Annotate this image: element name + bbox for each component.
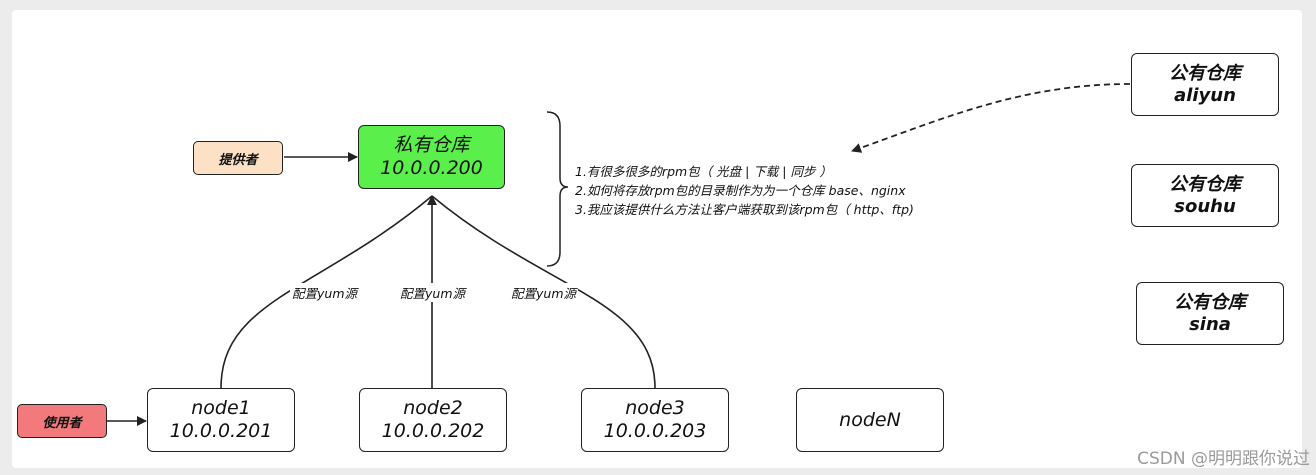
- node2-box: node2 10.0.0.202: [359, 388, 507, 452]
- public-repo-name: aliyun: [1174, 84, 1236, 106]
- note-item: 1.有很多很多的rpm包（ 光盘 | 下载 | 同步 ）: [575, 164, 832, 179]
- notes-brace: [546, 111, 569, 267]
- node1-box: node1 10.0.0.201: [147, 388, 295, 452]
- public-repo-souhu: 公有仓库 souhu: [1131, 164, 1279, 227]
- note-item: 2.如何将存放rpm包的目录制作为为一个仓库 base、nginx: [575, 183, 906, 198]
- public-repo-sina: 公有仓库 sina: [1136, 282, 1284, 345]
- edge-label-node1: 配置yum源: [290, 283, 359, 302]
- user-box: 使用者: [17, 404, 107, 438]
- user-label: 使用者: [42, 415, 82, 431]
- node1-name: node1: [191, 397, 251, 420]
- private-repo-ip: 10.0.0.200: [380, 157, 483, 179]
- node1-curve: [220, 195, 433, 389]
- private-repo-title: 私有仓库: [393, 134, 470, 157]
- node1-ip: 10.0.0.201: [169, 420, 273, 442]
- public-repo-title: 公有仓库: [1169, 62, 1241, 84]
- public-repo-name: souhu: [1174, 195, 1236, 217]
- aliyun-dashed-arrow: [851, 83, 1131, 153]
- node3-curve: [431, 195, 656, 389]
- node3-box: node3 10.0.0.203: [581, 388, 729, 452]
- node2-name: node2: [403, 397, 463, 420]
- nodeN-box: nodeN: [796, 388, 944, 452]
- provider-box: 提供者: [193, 141, 283, 175]
- edge-label-node3: 配置yum源: [509, 283, 578, 302]
- node2-ip: 10.0.0.202: [381, 420, 485, 442]
- public-repo-name: sina: [1189, 313, 1231, 335]
- watermark: CSDN @明明跟你说过: [1137, 449, 1310, 469]
- node3-ip: 10.0.0.203: [603, 420, 707, 442]
- private-repo-box: 私有仓库 10.0.0.200: [358, 125, 505, 189]
- public-repo-title: 公有仓库: [1169, 173, 1241, 195]
- node3-name: node3: [625, 397, 685, 420]
- public-repo-aliyun: 公有仓库 aliyun: [1131, 53, 1279, 116]
- edge-label-node2: 配置yum源: [398, 283, 467, 302]
- nodeN-name: nodeN: [839, 408, 901, 431]
- provider-label: 提供者: [218, 152, 258, 168]
- public-repo-title: 公有仓库: [1174, 291, 1246, 313]
- notes-list: 1.有很多很多的rpm包（ 光盘 | 下载 | 同步 ） 2.如何将存放rpm包…: [575, 162, 914, 219]
- note-item: 3.我应该提供什么方法让客户端获取到该rpm包（ http、ftp): [575, 202, 914, 217]
